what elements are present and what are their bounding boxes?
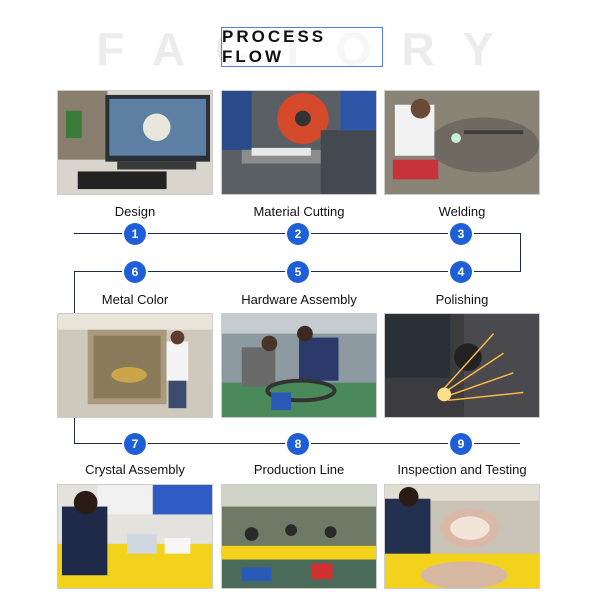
step-label-crystal-assembly: Crystal Assembly (85, 462, 185, 477)
step-label-inspection-and-testing: Inspection and Testing (397, 462, 527, 477)
flow-line-right-connector (520, 233, 521, 272)
photo-crystal-assembly (57, 484, 213, 589)
photo-welding (384, 90, 540, 195)
photo-material-cutting (221, 90, 377, 195)
step-label-welding: Welding (438, 204, 486, 219)
step-label-metal-color: Metal Color (101, 292, 169, 307)
photo-hardware-assembly (221, 313, 377, 418)
step-label-hardware-assembly: Hardware Assembly (241, 292, 357, 307)
step-badge-4: 4 (450, 261, 472, 283)
step-label-design: Design (114, 204, 156, 219)
step-label-polishing: Polishing (435, 292, 489, 307)
step-badge-2: 2 (287, 223, 309, 245)
step-label-material-cutting: Material Cutting (253, 204, 345, 219)
photo-design (57, 90, 213, 195)
page-title: PROCESS FLOW (222, 27, 327, 66)
step-badge-5: 5 (287, 261, 309, 283)
photo-polishing (384, 313, 540, 418)
step-badge-1: 1 (124, 223, 146, 245)
photo-production-line (221, 484, 377, 589)
step-badge-8: 8 (287, 433, 309, 455)
step-badge-7: 7 (124, 433, 146, 455)
step-badge-9: 9 (450, 433, 472, 455)
photo-inspection-and-testing (384, 484, 540, 589)
photo-metal-color (57, 313, 213, 418)
step-label-production-line: Production Line (253, 462, 345, 477)
step-badge-3: 3 (450, 223, 472, 245)
title-frame: PROCESS FLOW (221, 27, 383, 67)
step-badge-6: 6 (124, 261, 146, 283)
